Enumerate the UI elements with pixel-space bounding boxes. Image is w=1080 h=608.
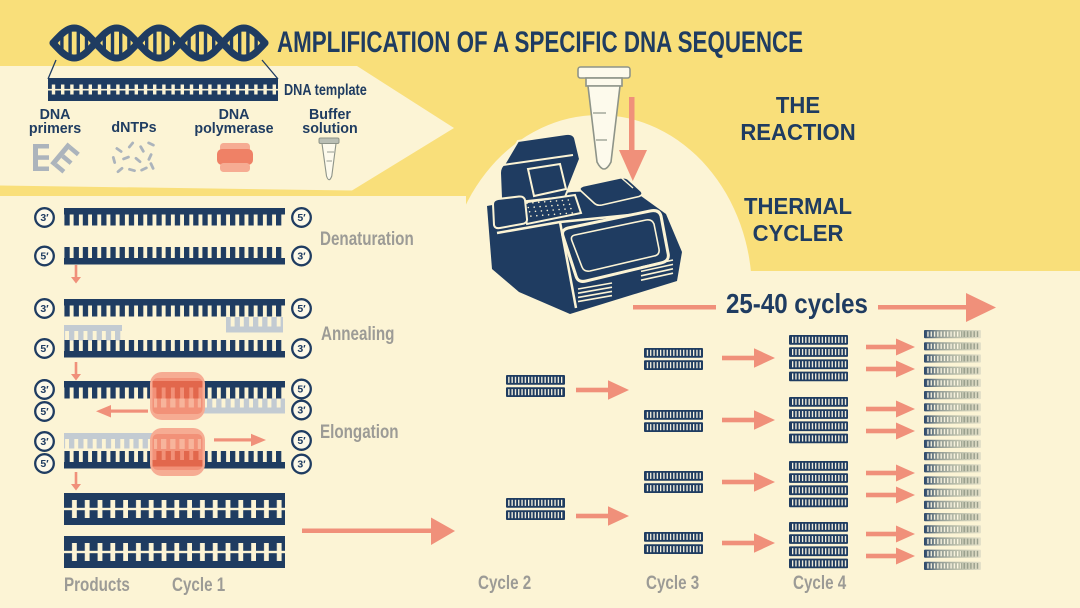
svg-text:5′: 5′ xyxy=(297,384,306,396)
svg-text:3′: 3′ xyxy=(297,251,306,263)
svg-text:3′: 3′ xyxy=(297,405,306,417)
svg-text:3′: 3′ xyxy=(297,459,306,471)
svg-text:5′: 5′ xyxy=(40,251,49,263)
svg-text:3′: 3′ xyxy=(40,384,49,396)
svg-text:5′: 5′ xyxy=(297,303,306,315)
svg-text:3′: 3′ xyxy=(297,343,306,355)
svg-text:3′: 3′ xyxy=(40,303,49,315)
svg-text:3′: 3′ xyxy=(40,436,49,448)
svg-text:5′: 5′ xyxy=(297,435,306,447)
svg-text:5′: 5′ xyxy=(297,212,306,224)
svg-text:5′: 5′ xyxy=(40,458,49,470)
svg-text:5′: 5′ xyxy=(40,406,49,418)
svg-text:5′: 5′ xyxy=(40,343,49,355)
svg-text:3′: 3′ xyxy=(40,212,49,224)
